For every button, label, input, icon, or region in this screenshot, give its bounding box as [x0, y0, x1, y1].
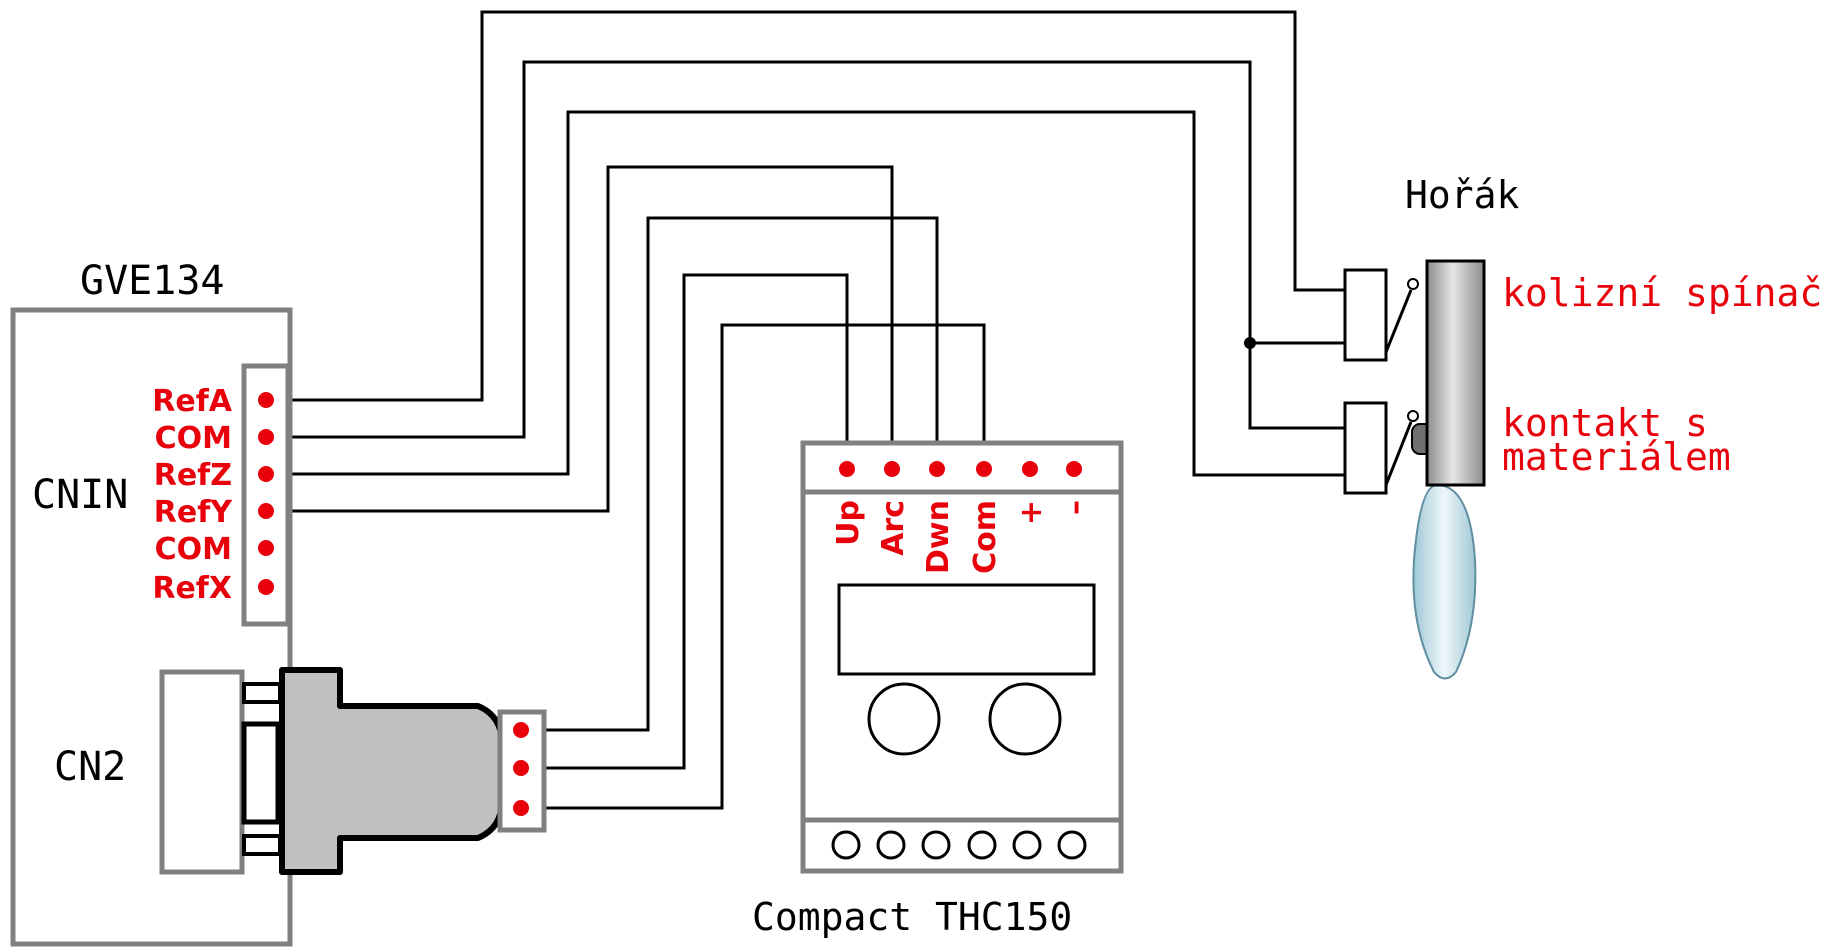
wire-cn2-2 — [521, 273, 849, 770]
thc150-knob-left — [867, 682, 941, 756]
collision-switch-lever — [1384, 289, 1413, 353]
thc150-bottom-terminal — [1057, 830, 1087, 860]
torch-body — [1425, 259, 1486, 487]
cnin-pin-labels: RefA COM RefZ RefY COM RefX — [152, 384, 233, 606]
thc150-pin — [884, 461, 900, 477]
cnin-pin-label: RefZ — [154, 458, 232, 493]
wire-refz — [268, 110, 1345, 477]
cn2-screw-bottom — [242, 834, 282, 856]
db-connector-pin — [513, 760, 529, 776]
wire-junction-dot — [1244, 337, 1256, 349]
thc150-pin — [839, 461, 855, 477]
thc150-bottom-terminal — [1012, 830, 1042, 860]
thc150-bottom-terminal — [876, 830, 906, 860]
collision-switch-body — [1343, 268, 1388, 362]
torch-flame — [1412, 483, 1477, 680]
thc150-knob-right — [988, 682, 1062, 756]
db-connector-pin — [513, 722, 529, 738]
cnin-pin-label: COM — [155, 532, 232, 567]
thc150-display — [837, 583, 1096, 676]
collision-switch-contact — [1407, 278, 1419, 290]
thc150-pin — [1066, 461, 1082, 477]
thc150-pin-label: Com — [968, 500, 1003, 574]
thc150-title: Compact THC150 — [752, 895, 1072, 939]
cnin-pin — [258, 540, 274, 556]
thc150-pin-label: – — [1058, 500, 1093, 515]
db-connector-plug — [279, 667, 547, 875]
thc150-pin-label: Dwn — [921, 500, 956, 574]
cnin-pin — [258, 466, 274, 482]
wire-com — [268, 60, 1345, 439]
cnin-pin-label: RefX — [152, 571, 232, 606]
cnin-terminal-block — [241, 363, 291, 627]
thc150-pin — [929, 461, 945, 477]
wires — [268, 10, 1345, 810]
thc150-bottom-terminals — [831, 830, 1087, 860]
cnin-pins — [258, 392, 274, 595]
thc150-bottom-terminal — [967, 830, 997, 860]
cn2-socket — [159, 669, 245, 875]
thc150-pin-labels: Up Arc Dwn Com + – — [831, 500, 1093, 574]
cnin-label: CNIN — [32, 472, 128, 518]
gve134-board: GVE134 CNIN CN2 RefA COM RefZ RefY COM R… — [10, 258, 293, 947]
wire-cn2-1 — [521, 216, 939, 732]
thc150-bottom-terminal — [921, 830, 951, 860]
thc150-pin-label: Arc — [876, 500, 911, 556]
cnin-pin — [258, 392, 274, 408]
cnin-pin — [258, 503, 274, 519]
thc150-pin-label: Up — [831, 500, 866, 546]
cnin-pin — [258, 579, 274, 595]
cnin-pin-label: RefA — [152, 384, 232, 419]
cn2-screw-top — [242, 682, 282, 704]
material-contact-lever — [1384, 421, 1413, 486]
torch-title: Hořák — [1405, 173, 1520, 217]
db-connector-pin — [513, 800, 529, 816]
thc150-top-pins — [839, 461, 1082, 477]
material-contact-label-line2: materiálem — [1502, 435, 1731, 479]
wire-cn2-3 — [521, 323, 986, 810]
collision-switch-label: kolizní spínač — [1502, 271, 1822, 315]
thc150-pin — [1022, 461, 1038, 477]
cn2-socket-opening — [241, 721, 281, 825]
db-connector-body — [279, 667, 505, 875]
material-contact-label-line1: kontakt s — [1502, 401, 1708, 445]
torch-assembly: Hořák kolizní spínač kontakt s m — [1343, 173, 1822, 680]
gve134-title: GVE134 — [80, 258, 225, 304]
thc150-controller: Up Arc Dwn Com + – Compact THC150 — [752, 440, 1124, 939]
thc150-bottom-terminal — [831, 830, 861, 860]
cn2-label: CN2 — [54, 744, 126, 790]
material-contact-contact — [1407, 410, 1419, 422]
thc150-pin — [976, 461, 992, 477]
wire-refy — [268, 165, 894, 513]
cnin-pin-label: COM — [155, 421, 232, 456]
wire-refa — [268, 10, 1345, 402]
thc150-pin-label: + — [1014, 500, 1049, 525]
cnin-pin — [258, 429, 274, 445]
cnin-pin-label: RefY — [154, 495, 233, 530]
material-contact-body — [1343, 401, 1388, 495]
